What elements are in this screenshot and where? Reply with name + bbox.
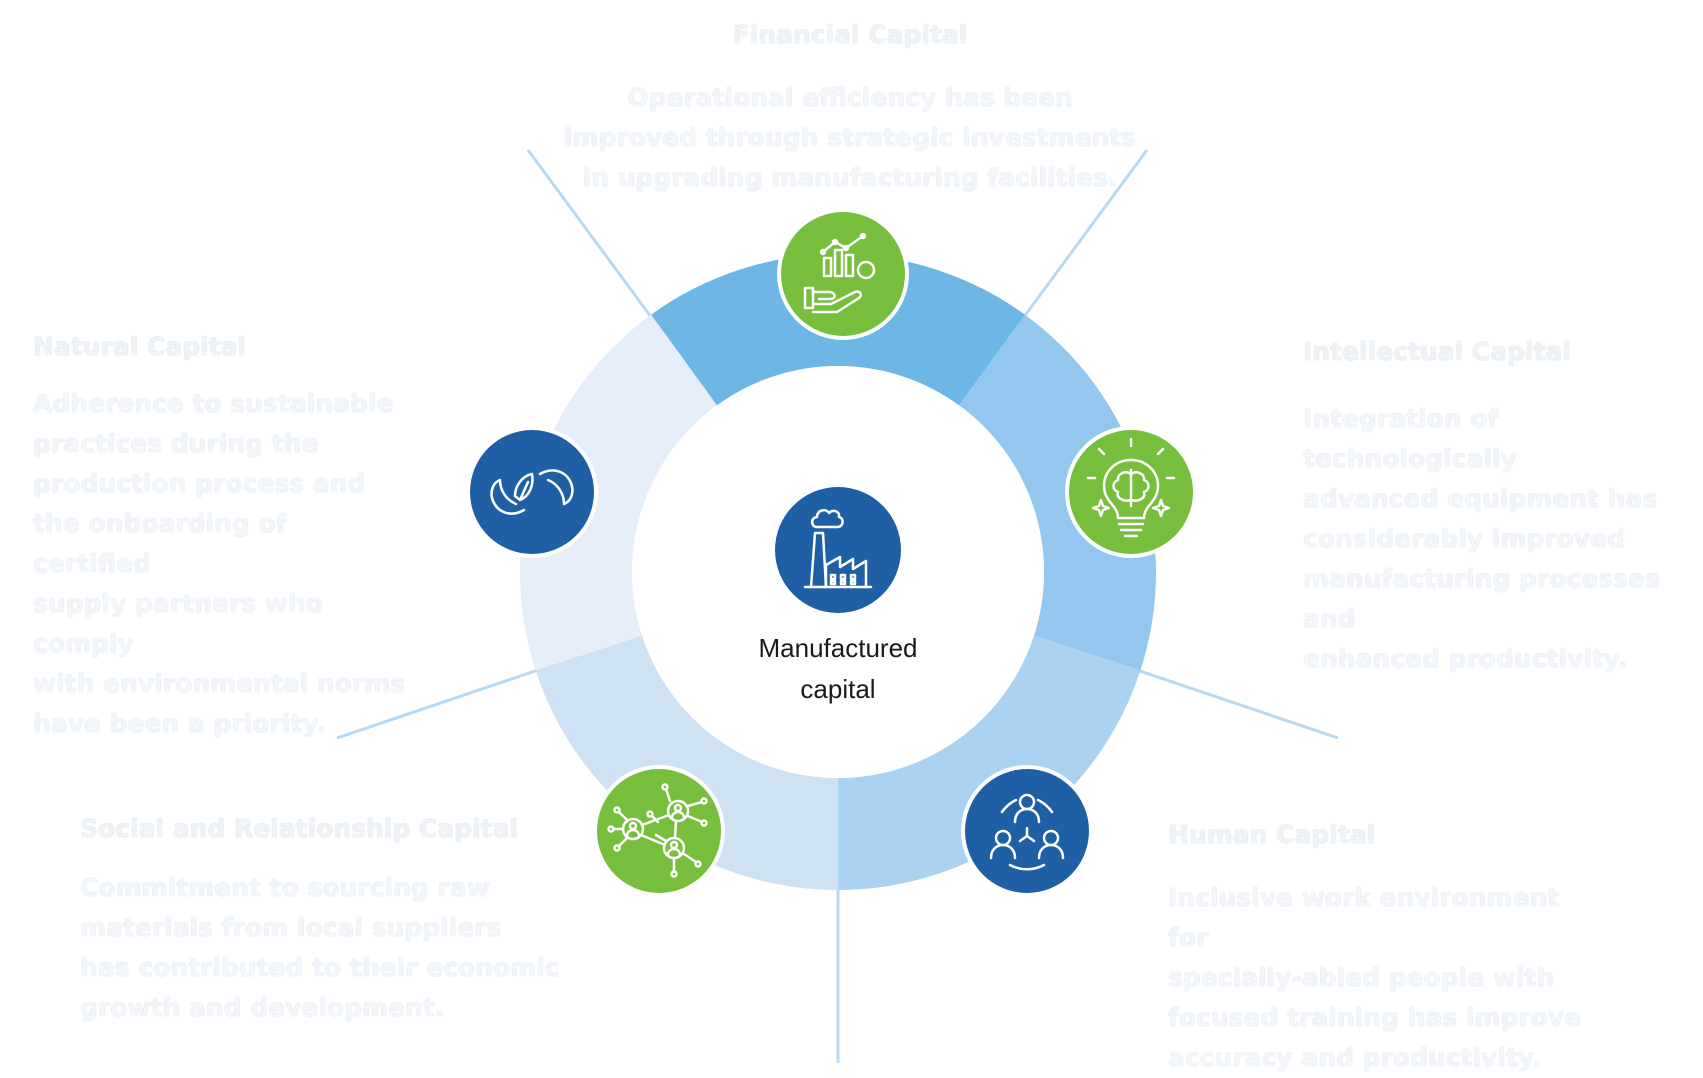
connector-natural	[336, 667, 542, 740]
desc-line: Adherence to sustainable	[33, 389, 394, 418]
natural-capital-title: Natural Capital	[33, 332, 247, 361]
people-circle-icon	[961, 765, 1093, 897]
factory-icon	[775, 487, 901, 613]
lightbulb-brain-icon	[1065, 426, 1197, 558]
intellectual-capital-block: Intellectual Capital Integration of tech…	[1303, 335, 1703, 679]
desc-line: specially-abled people with	[1168, 963, 1555, 992]
financial-capital-title: Financial Capital	[732, 20, 968, 49]
financial-capital-description: Operational efficiency has been improved…	[560, 78, 1140, 198]
desc-line: Commitment to sourcing raw	[80, 873, 490, 902]
ring-segment-natural	[519, 314, 717, 671]
desc-line: growth and development.	[80, 993, 445, 1022]
human-capital-description: Inclusive work environment for specially…	[1168, 878, 1588, 1078]
ring-segment-intellectual	[959, 314, 1156, 671]
social-relationship-capital-description: Commitment to sourcing raw materials fro…	[80, 868, 580, 1028]
social-relationship-capital-block: Social and Relationship Capital Commitme…	[80, 812, 580, 1028]
hand-chart-icon	[777, 208, 909, 340]
human-capital-title: Human Capital	[1168, 820, 1376, 849]
desc-line: materials from local suppliers	[80, 913, 502, 942]
desc-line: with environmental norms	[33, 669, 406, 698]
desc-line: practices during the	[33, 429, 319, 458]
natural-capital-description: Adherence to sustainable practices durin…	[33, 384, 413, 744]
intellectual-capital-title: Intellectual Capital	[1303, 337, 1571, 366]
center-label-line1: Manufactured	[759, 633, 918, 663]
desc-line: Integration of technologically	[1303, 404, 1517, 473]
desc-line: focused training has improve	[1168, 1003, 1582, 1032]
desc-line: accuracy and productivity.	[1168, 1043, 1542, 1072]
connector-intellectual	[1133, 667, 1339, 740]
desc-line: Inclusive work environment for	[1168, 883, 1560, 952]
center-label-line2: capital	[800, 674, 875, 704]
financial-capital-block: Financial Capital Operational efficiency…	[560, 18, 1140, 198]
desc-line: improved through strategic investments	[563, 123, 1137, 152]
desc-line: has contributed to their economic	[80, 953, 560, 982]
desc-line: advanced equipment has	[1303, 484, 1658, 513]
desc-line: have been a priority.	[33, 709, 326, 738]
desc-line: Operational efficiency has been	[627, 83, 1073, 112]
desc-line: considerably improved	[1303, 524, 1625, 553]
ring-segment-human	[838, 635, 1141, 890]
desc-line: the onboarding of certified	[33, 509, 287, 578]
connector-financial-right	[1016, 149, 1149, 326]
desc-line: in upgrading manufacturing facilities.	[582, 163, 1118, 192]
desc-line: supply partners who comply	[33, 589, 323, 658]
network-people-icon	[593, 765, 725, 897]
natural-capital-block: Natural Capital Adherence to sustainable…	[33, 330, 413, 744]
desc-line: manufacturing processes and	[1303, 564, 1660, 633]
hands-leaf-icon	[466, 426, 598, 558]
desc-line: production process and	[33, 469, 366, 498]
ring-segment-social	[535, 635, 838, 890]
human-capital-block: Human Capital Inclusive work environment…	[1168, 818, 1588, 1078]
desc-line: enhanced productivity.	[1303, 644, 1628, 673]
intellectual-capital-description: Integration of technologically advanced …	[1303, 399, 1703, 679]
connector-financial-left	[526, 149, 659, 326]
social-relationship-capital-title: Social and Relationship Capital	[80, 814, 519, 843]
